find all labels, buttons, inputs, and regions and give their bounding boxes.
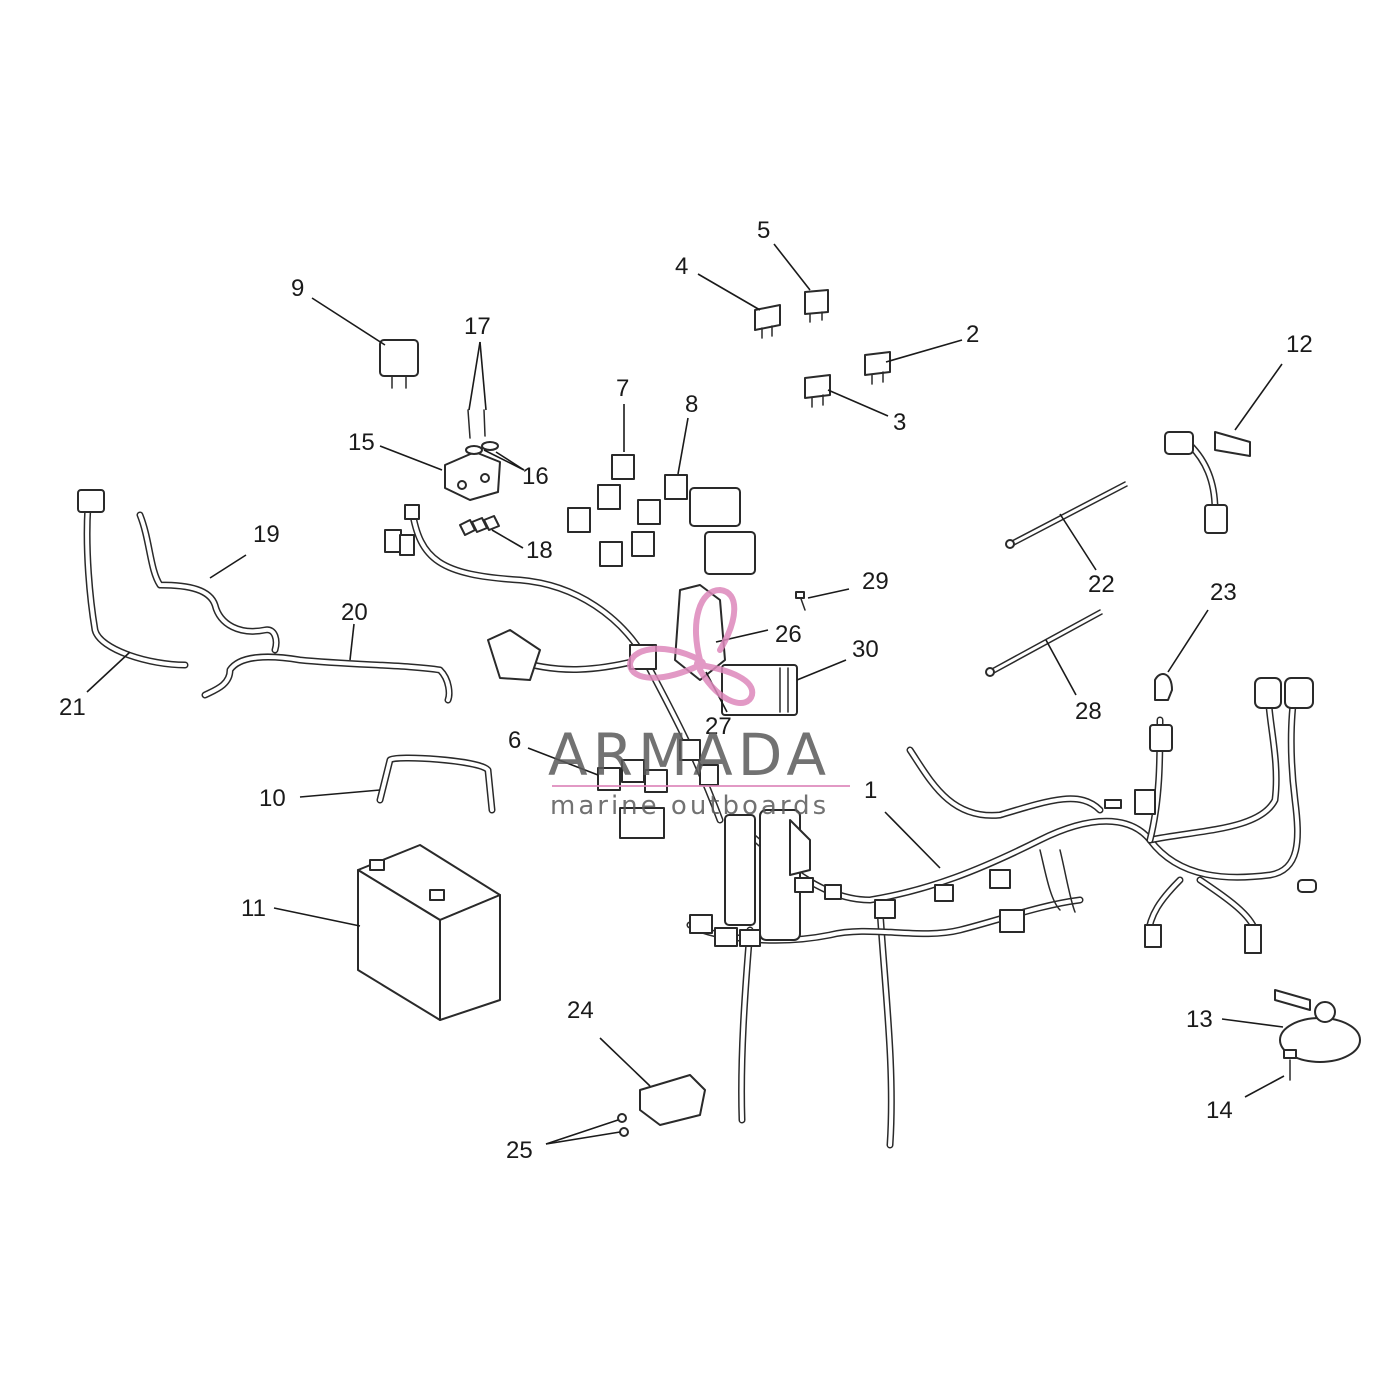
callout-13: 13 [1186,1006,1213,1033]
horn [1274,989,1361,1081]
callout-6: 6 [508,727,521,754]
callout-23: 23 [1210,579,1237,606]
connector-23 [1149,673,1173,752]
watermark-logo-icon [626,586,756,706]
callout-4: 4 [675,253,688,280]
callout-30: 30 [852,636,879,663]
callout-21: 21 [59,694,86,721]
callout-27: 27 [705,713,732,740]
callout-17: 17 [464,313,491,340]
callout-24: 24 [567,997,594,1024]
callout-15: 15 [348,429,375,456]
sub-harness [384,504,724,824]
callout-25: 25 [506,1137,533,1164]
callout-12: 12 [1286,331,1313,358]
callout-22: 22 [1088,571,1115,598]
callout-29: 29 [862,568,889,595]
callout-5: 5 [757,217,770,244]
callout-1: 1 [864,777,877,804]
fuse-set [754,289,891,408]
callout-20: 20 [341,599,368,626]
relay-9 [379,339,419,389]
callout-8: 8 [685,391,698,418]
callout-28: 28 [1075,698,1102,725]
callout-16: 16 [522,463,549,490]
cable-ties [985,481,1128,677]
small-connectors [459,515,500,536]
watermark-subtitle: marine outboards [550,791,829,821]
callout-2: 2 [966,321,979,348]
starter-relay [617,1074,706,1137]
battery [357,844,501,1021]
leader-lines [86,243,1285,1145]
loose-cables [77,489,453,704]
main-wiring-harness [686,677,1317,1149]
callout-9: 9 [291,275,304,302]
screw-29 [795,591,806,611]
battery-strap [376,754,496,814]
callout-19: 19 [253,521,280,548]
relay-group [567,454,756,575]
sensor-switch [1164,431,1251,534]
callout-18: 18 [526,537,553,564]
callout-10: 10 [259,785,286,812]
relay-block-6 [597,739,701,839]
callout-labels: 1 2 3 4 5 6 7 8 9 10 11 12 13 14 15 16 1… [59,217,1313,1164]
callout-14: 14 [1206,1097,1233,1124]
callout-11: 11 [241,895,266,922]
callout-3: 3 [893,409,906,436]
terminal-block [444,409,501,501]
callout-7: 7 [616,375,629,402]
watermark: ARMADA marine outboards [548,586,850,821]
watermark-title: ARMADA [548,721,831,789]
callout-26: 26 [775,621,802,648]
